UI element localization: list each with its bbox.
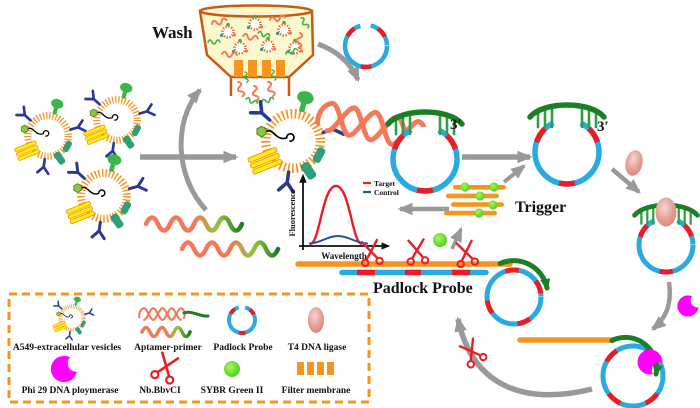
aptamer-primer-strands — [143, 215, 281, 258]
graph-legend-control: Control — [374, 188, 399, 197]
sybr-green-dot — [433, 233, 447, 247]
legend-box: A549-extracellular vesicles Aptamer-prim… — [7, 292, 371, 404]
graph-xlabel: Wavelength — [321, 251, 367, 261]
vesicle — [14, 98, 85, 174]
arrow-ligation-to-rca — [651, 281, 672, 331]
legend-item-aptamer-primer: Aptamer-primer — [134, 307, 210, 353]
arrow-recycle — [454, 316, 593, 398]
circle-template-1: 3′ — [388, 112, 462, 194]
sybr-green-icon — [224, 361, 240, 377]
target-curve — [309, 184, 363, 246]
legend-item-padlock-probe: Padlock Probe — [213, 305, 273, 353]
green-extension-arrow — [497, 258, 551, 291]
control-curve — [308, 234, 369, 245]
wash-label: Wash — [152, 23, 193, 42]
circularized-padlock — [484, 258, 551, 327]
trigger-duplexes: Trigger — [444, 182, 566, 218]
padlock-probe-label: Padlock Probe — [373, 280, 473, 297]
wash-beaker: Wash — [152, 4, 315, 106]
aptamer-primer-wave — [179, 240, 281, 258]
arrow-trigger-to-circle2 — [502, 164, 526, 184]
vesicle-cluster — [14, 82, 154, 239]
legend-label: Padlock Probe — [213, 343, 272, 353]
aptamer-primer-wave — [143, 215, 245, 233]
graph-legend-target: Target — [374, 179, 395, 188]
legend-item-vesicle: A549-extracellular vesicles — [13, 296, 122, 353]
circle-template-2: 3′ — [530, 105, 609, 187]
phi29-polymerase — [673, 292, 700, 321]
t4-ligase — [625, 150, 643, 176]
trigger-label: Trigger — [515, 199, 566, 216]
recycle-scissors — [456, 336, 489, 370]
nicking-scissors — [404, 237, 430, 267]
legend-label: Phi 29 DNA ploymerase — [22, 386, 119, 396]
flow-arrows — [140, 41, 672, 398]
vesicle — [83, 82, 154, 158]
arrow-wash-up — [178, 88, 208, 212]
filter-membrane-bars — [234, 60, 285, 77]
t4-dna-ligase-icon — [308, 307, 324, 333]
legend-label: Filter membrane — [282, 386, 351, 396]
fluorescence-graph: Target Control Fluorescence Wavelength — [287, 173, 399, 261]
legend-item-filter: Filter membrane — [282, 362, 351, 396]
sybr-green-dots — [460, 182, 499, 218]
filter-membrane-icon — [297, 362, 334, 375]
legend-label: A549-extracellular vesicles — [13, 343, 122, 353]
legend-label: Aptamer-primer — [134, 343, 202, 353]
legend-item-nbbvci: Nb.BbvCI — [139, 350, 183, 396]
padlock-linear-assembly: Padlock Probe — [295, 237, 513, 297]
three-prime-label: 3′ — [597, 119, 609, 135]
arrow-nick-to-trigger — [450, 226, 463, 250]
legend-item-phi29: Phi 29 DNA ploymerase — [22, 352, 119, 396]
padlock-probe-circle-top — [342, 22, 390, 70]
rca-circle — [517, 334, 666, 408]
three-prime-label: 3′ — [450, 117, 462, 133]
t4-ligase — [655, 197, 677, 227]
filtrate-squiggles — [234, 80, 277, 106]
legend-item-t4-ligase: T4 DNA ligase — [288, 307, 347, 353]
arrow-add-padlock — [317, 41, 361, 83]
legend-label: T4 DNA ligase — [288, 343, 347, 353]
arrow-circle2-to-ligation — [610, 167, 641, 194]
legend-label: SYBR Green II — [201, 386, 264, 396]
legend-label: Nb.BbvCI — [139, 386, 181, 396]
legend-item-sybr: SYBR Green II — [201, 361, 264, 396]
circle-ligated — [635, 197, 698, 275]
green-primer-arc — [609, 334, 663, 377]
vesicle — [66, 153, 146, 239]
graph-ylabel: Fluorescence — [287, 189, 297, 236]
